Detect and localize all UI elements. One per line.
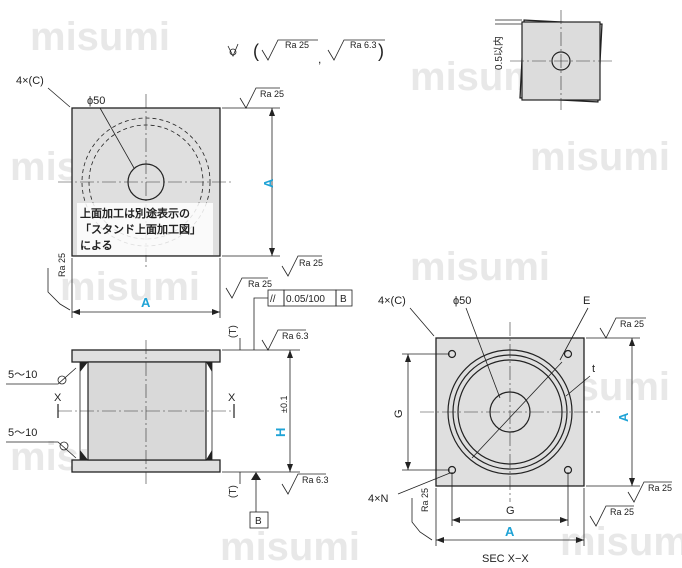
svg-text:A: A [141,295,151,310]
svg-text:Ra 6.3: Ra 6.3 [282,331,309,341]
svg-text:Ra 25: Ra 25 [648,483,672,493]
svg-text://: // [270,294,276,305]
svg-text:B: B [340,294,347,305]
svg-text:Ra 6.3: Ra 6.3 [302,475,329,485]
svg-text:4×(C): 4×(C) [378,295,406,307]
surface-roughness-note: ( Ra 25 , Ra 6.3 ) [227,39,385,66]
svg-text:X: X [228,392,236,404]
svg-text:ϕ50: ϕ50 [453,295,471,307]
svg-text:0.05/100: 0.05/100 [286,294,325,305]
svg-text:Ra 25: Ra 25 [285,40,309,50]
svg-text:Ra 25: Ra 25 [260,89,284,99]
svg-text:5〜10: 5〜10 [8,427,37,439]
svg-text:Ra 25: Ra 25 [620,319,644,329]
svg-text:misumi: misumi [560,520,682,564]
svg-text:Ra 25: Ra 25 [299,258,323,268]
svg-text:misumi: misumi [60,265,200,309]
svg-text:(T): (T) [228,485,239,498]
section-view: 4×(C) ϕ50 E t G 4×N G A A SEC [368,295,672,565]
svg-text:SEC X−X: SEC X−X [482,553,529,565]
svg-text:A: A [261,178,276,188]
svg-text:±0.1: ±0.1 [279,396,289,413]
svg-text:,: , [318,52,321,66]
svg-text:4×N: 4×N [368,493,389,505]
svg-text:5〜10: 5〜10 [8,369,37,381]
svg-text:Ra 25: Ra 25 [420,488,430,512]
svg-text:t: t [592,363,595,375]
side-view: 5〜10 5〜10 X X H ±0.1 (T) (T) // 0.05/100… [6,289,353,529]
svg-text:4×(C): 4×(C) [16,75,44,87]
svg-text:misumi: misumi [410,245,550,289]
top-view: 上面加工は別途表示の 「スタンド上面加工図」 による 4×(C) ϕ50 A A… [16,75,323,318]
svg-text:「スタンド上面加工図」: 「スタンド上面加工図」 [80,222,201,236]
svg-text:B: B [255,516,262,527]
svg-text:G: G [506,505,515,517]
svg-text:A: A [505,524,515,539]
svg-text:Ra 25: Ra 25 [248,279,272,289]
svg-text:による: による [80,239,113,252]
svg-text:H: H [273,428,288,437]
svg-text:0.5以内: 0.5以内 [492,36,505,70]
svg-text:G: G [393,409,405,418]
svg-text:misumi: misumi [30,15,170,59]
svg-text:misumi: misumi [220,525,360,568]
svg-text:X: X [54,392,62,404]
svg-text:E: E [583,295,590,307]
svg-text:上面加工は別途表示の: 上面加工は別途表示の [80,206,190,220]
svg-text:(T): (T) [228,325,239,338]
svg-text:ϕ50: ϕ50 [87,95,105,107]
svg-text:): ) [378,41,384,61]
svg-text:A: A [616,412,631,422]
svg-text:Ra 6.3: Ra 6.3 [350,40,377,50]
svg-text:misumi: misumi [530,135,670,179]
svg-text:Ra 25: Ra 25 [610,507,634,517]
svg-text:Ra 25: Ra 25 [57,253,67,277]
flatness-view: 0.5以内 [492,10,612,110]
svg-text:(: ( [253,41,259,61]
